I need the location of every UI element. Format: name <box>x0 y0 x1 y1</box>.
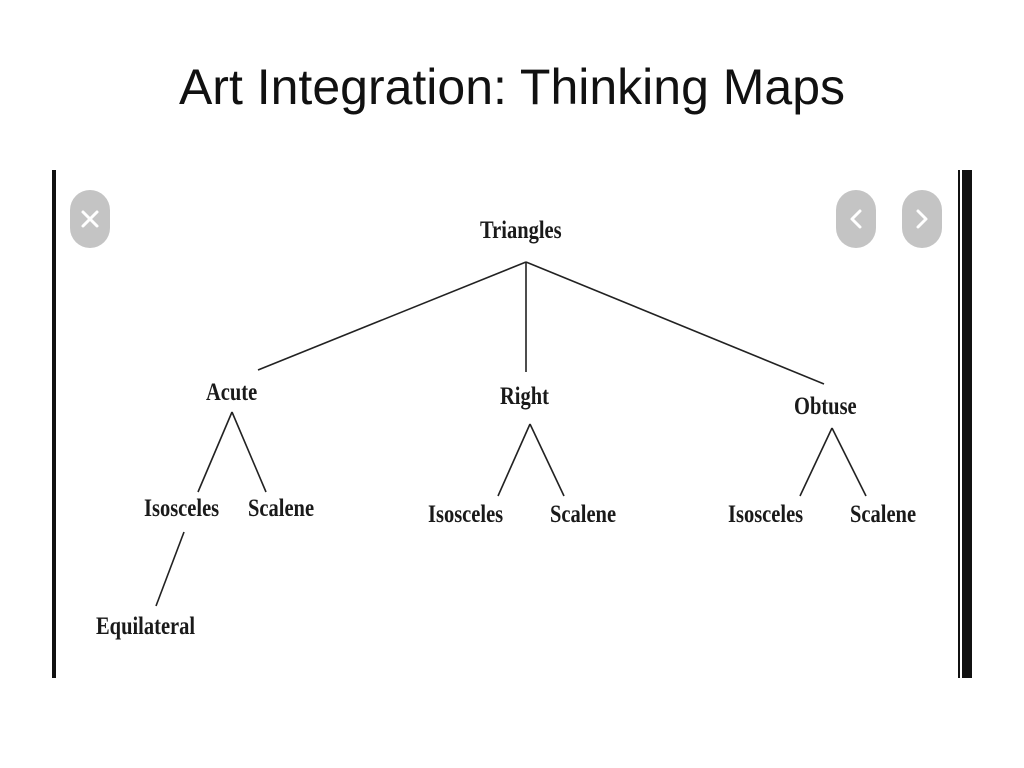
node-obtuse-isosceles: Isosceles <box>728 501 804 528</box>
node-equilateral: Equilateral <box>96 613 196 640</box>
node-right-scalene: Scalene <box>550 501 617 528</box>
image-viewer: Triangles Acute Right Obtuse Isosceles S… <box>52 170 972 678</box>
edge-isosceles-equilateral <box>155 531 185 607</box>
node-acute: Acute <box>206 379 258 406</box>
next-button[interactable] <box>902 190 942 248</box>
node-triangles: Triangles <box>480 217 562 244</box>
close-x-icon <box>81 210 99 228</box>
edge-acute-scalene <box>231 411 267 493</box>
chevron-right-icon <box>916 209 928 229</box>
node-acute-isosceles: Isosceles <box>144 495 220 522</box>
node-obtuse: Obtuse <box>794 393 857 420</box>
node-obtuse-scalene: Scalene <box>850 501 917 528</box>
slide-title: Art Integration: Thinking Maps <box>178 59 846 115</box>
node-right-isosceles: Isosceles <box>428 501 504 528</box>
edge-obtuse-isosceles <box>799 427 833 497</box>
tree-connectors <box>155 261 867 607</box>
close-button[interactable] <box>70 190 110 248</box>
edge-right-isosceles <box>497 423 531 497</box>
edge-triangles-obtuse <box>525 261 825 385</box>
edge-acute-isosceles <box>197 411 233 493</box>
node-acute-scalene: Scalene <box>248 495 315 522</box>
previous-button[interactable] <box>836 190 876 248</box>
node-right: Right <box>500 383 549 410</box>
edge-right-scalene <box>529 423 565 497</box>
viewer-right-border <box>958 170 972 678</box>
edge-obtuse-scalene <box>831 427 867 497</box>
chevron-left-icon <box>850 209 862 229</box>
viewer-left-border <box>52 170 56 678</box>
edge-triangles-acute <box>257 261 527 371</box>
